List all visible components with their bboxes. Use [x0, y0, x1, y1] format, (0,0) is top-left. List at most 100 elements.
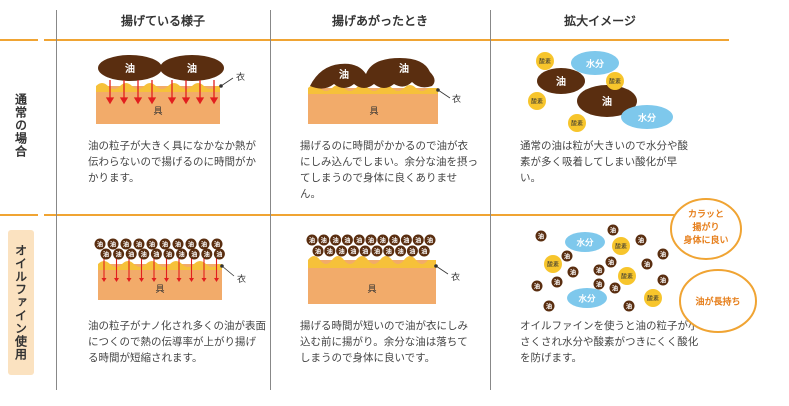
heat-arrow-head	[164, 278, 169, 282]
oil-particle	[100, 248, 112, 260]
oil-label: 油	[570, 268, 576, 276]
oil-particle	[107, 238, 119, 250]
oil-label: 油	[534, 282, 540, 290]
oil-label: 油	[421, 247, 427, 255]
oil-label: 油	[162, 240, 168, 248]
oil-particle	[389, 234, 401, 246]
heat-arrow-head	[214, 278, 219, 282]
oil-label: 油	[191, 250, 197, 258]
oil-soaked-layer	[310, 58, 435, 89]
column-divider-3	[490, 10, 491, 390]
oil-label: 油	[116, 250, 122, 258]
heat-arrow-head	[139, 278, 144, 282]
oil-particle	[395, 245, 407, 257]
oil-label: 油	[554, 278, 560, 286]
oil-particle	[418, 245, 430, 257]
column-divider-2	[270, 10, 271, 390]
batter-wave	[96, 83, 220, 92]
oil-particle	[341, 234, 353, 246]
oil-label: 油	[201, 240, 207, 248]
oil-label: 油	[97, 240, 103, 248]
column-divider-1	[56, 10, 57, 390]
oil-label: 油	[374, 247, 380, 255]
oil-particle	[98, 55, 162, 81]
oil-label: 油	[380, 236, 386, 244]
water-drop	[567, 288, 607, 308]
water-label: 水分	[586, 58, 604, 70]
oxygen-label: 酸素	[539, 58, 551, 66]
oil-label: 油	[546, 302, 552, 310]
oil-label: 油	[362, 247, 368, 255]
svg-text:カラッと: カラッと	[688, 209, 724, 220]
oil-particle	[353, 234, 365, 246]
row-divider	[44, 214, 729, 216]
oil-label: 油	[602, 95, 612, 108]
water-drop	[565, 232, 605, 252]
oil-label: 油	[368, 236, 374, 244]
oil-label: 油	[125, 62, 135, 75]
oil-particle	[146, 238, 158, 250]
oil-particle	[593, 264, 605, 276]
diagram-finished-oilfine: 油油油油油油油油油油油油油油油油油油油油油 具 衣	[300, 232, 475, 308]
oil-label: 油	[403, 236, 409, 244]
oil-particle	[371, 245, 383, 257]
oil-particle	[400, 234, 412, 246]
heat-arrow-head	[176, 278, 182, 282]
heat-arrow-head	[114, 278, 119, 282]
oil-label: 油	[179, 250, 185, 258]
row-label-normal: 通常の場合	[13, 92, 28, 158]
oil-label: 油	[356, 236, 362, 244]
oil-label: 油	[110, 240, 116, 248]
batter-wave	[308, 256, 436, 268]
oil-particle	[412, 234, 424, 246]
oil-label: 油	[350, 247, 356, 255]
column-header-frying: 揚げている様子	[120, 14, 205, 28]
oxygen-label: 酸素	[615, 243, 627, 251]
oil-particle	[561, 250, 573, 262]
oil-particle	[623, 300, 635, 312]
oil-particle	[607, 224, 619, 236]
oil-particle	[535, 230, 547, 242]
oil-label: 油	[596, 280, 602, 288]
oxygen-label: 酸素	[571, 120, 583, 128]
oil-label: 油	[427, 236, 433, 244]
oil-particle	[198, 238, 210, 250]
oil-label: 油	[398, 247, 404, 255]
batter-label: 衣	[451, 271, 460, 283]
oil-particle	[330, 234, 342, 246]
diagram-magnified-normal: 油 油 水分 水分 酸素 酸素 酸素 酸素	[525, 45, 695, 135]
oil-label: 油	[187, 62, 197, 75]
oil-particle	[605, 256, 617, 268]
ingredient-block	[96, 86, 220, 124]
oil-label: 油	[153, 250, 159, 258]
oil-particle	[609, 282, 621, 294]
heat-arrow-head	[201, 278, 207, 282]
oil-particle	[365, 234, 377, 246]
oil-particle	[138, 248, 150, 260]
heat-arrow-head	[126, 278, 132, 282]
batter-label: 衣	[236, 71, 245, 83]
description-frying-oilfine: 油の粒子がナノ化され多くの油が表面につくので熱の伝導率が上がり揚げる時間が短縮さ…	[88, 320, 266, 364]
heat-arrow-head	[101, 278, 107, 282]
oil-label: 油	[149, 240, 155, 248]
oil-label: 油	[204, 250, 210, 258]
oil-label: 油	[386, 247, 392, 255]
oil-particle	[424, 234, 436, 246]
heat-arrows	[105, 80, 219, 105]
oil-particle	[567, 266, 579, 278]
water-label: 水分	[575, 238, 594, 249]
oil-particle	[383, 245, 395, 257]
diagram-frying-normal: 油 油 具 衣	[90, 50, 260, 130]
mid-left-stub	[0, 214, 38, 216]
oil-label: 油	[327, 247, 333, 255]
oil-label: 油	[610, 226, 616, 234]
top-left-stub	[0, 39, 38, 41]
batter-label: 衣	[452, 93, 461, 105]
oil-particle	[150, 248, 162, 260]
oil-particle	[125, 248, 137, 260]
oil-label: 油	[644, 260, 650, 268]
oil-particle	[537, 68, 585, 94]
oil-particle	[211, 238, 223, 250]
oil-particle	[163, 248, 175, 260]
oil-particle	[120, 238, 132, 250]
